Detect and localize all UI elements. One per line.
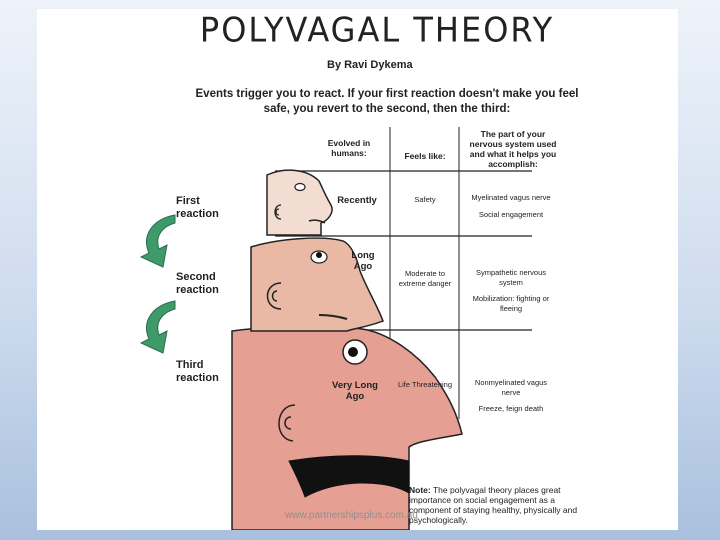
third-evolved-cell: Very Long Ago (332, 380, 378, 402)
website-watermark: www.partnershipsplus.com.au (285, 510, 418, 521)
third-feels-cell: Life Threatening (397, 380, 453, 389)
first-head-eye (294, 182, 306, 192)
third-purpose-cell: Freeze, feign death (478, 404, 544, 413)
column-header-system: The part of your nervous system used and… (469, 129, 557, 169)
author-byline: By Ravi Dykema (327, 59, 413, 71)
slide: POLYVAGAL THEORY By Ravi Dykema Events t… (37, 9, 678, 530)
first-purpose-cell: Social engagement (478, 210, 544, 219)
second-evolved-cell: Long Ago (351, 250, 375, 272)
second-reaction-label: Second reaction (176, 271, 219, 296)
column-header-evolved: Evolved in humans: (327, 138, 371, 158)
first-head-ear (274, 204, 282, 220)
first-reaction-head (266, 169, 333, 236)
diagram-title: POLYVAGAL THEORY (199, 10, 555, 50)
first-evolved-cell: Recently (337, 195, 377, 206)
note-text: The polyvagal theory places great import… (409, 485, 578, 525)
second-to-third-arrow (139, 300, 176, 354)
note-box: Note: The polyvagal theory places great … (409, 485, 594, 525)
second-purpose-cell: Mobilization: fighting or fleeing (472, 294, 550, 313)
second-head-pupil (316, 252, 322, 258)
second-head-mouth (318, 314, 348, 320)
first-feels-cell: Safety (414, 195, 436, 204)
intro-text: Events trigger you to react. If your fir… (195, 88, 579, 115)
third-head-mouth (288, 455, 410, 498)
second-head-ear (266, 282, 282, 310)
diagram-graphics (139, 127, 532, 530)
first-to-second-arrow (139, 214, 176, 268)
third-head-ear (278, 404, 296, 442)
first-reaction-label: First reaction (176, 195, 219, 220)
second-feels-cell: Moderate to extreme danger (398, 269, 452, 288)
first-system-cell: Myelinated vagus nerve (471, 193, 551, 202)
first-head-mouth (308, 219, 326, 224)
note-label: Note: (409, 485, 431, 495)
third-head-pupil (348, 347, 358, 357)
third-system-cell: Nonmyelinated vagus nerve (474, 378, 548, 397)
second-system-cell: Sympathetic nervous system (475, 268, 547, 287)
second-reaction-head (250, 237, 384, 332)
third-reaction-label: Third reaction (176, 359, 219, 384)
column-header-feels: Feels like: (404, 151, 446, 161)
